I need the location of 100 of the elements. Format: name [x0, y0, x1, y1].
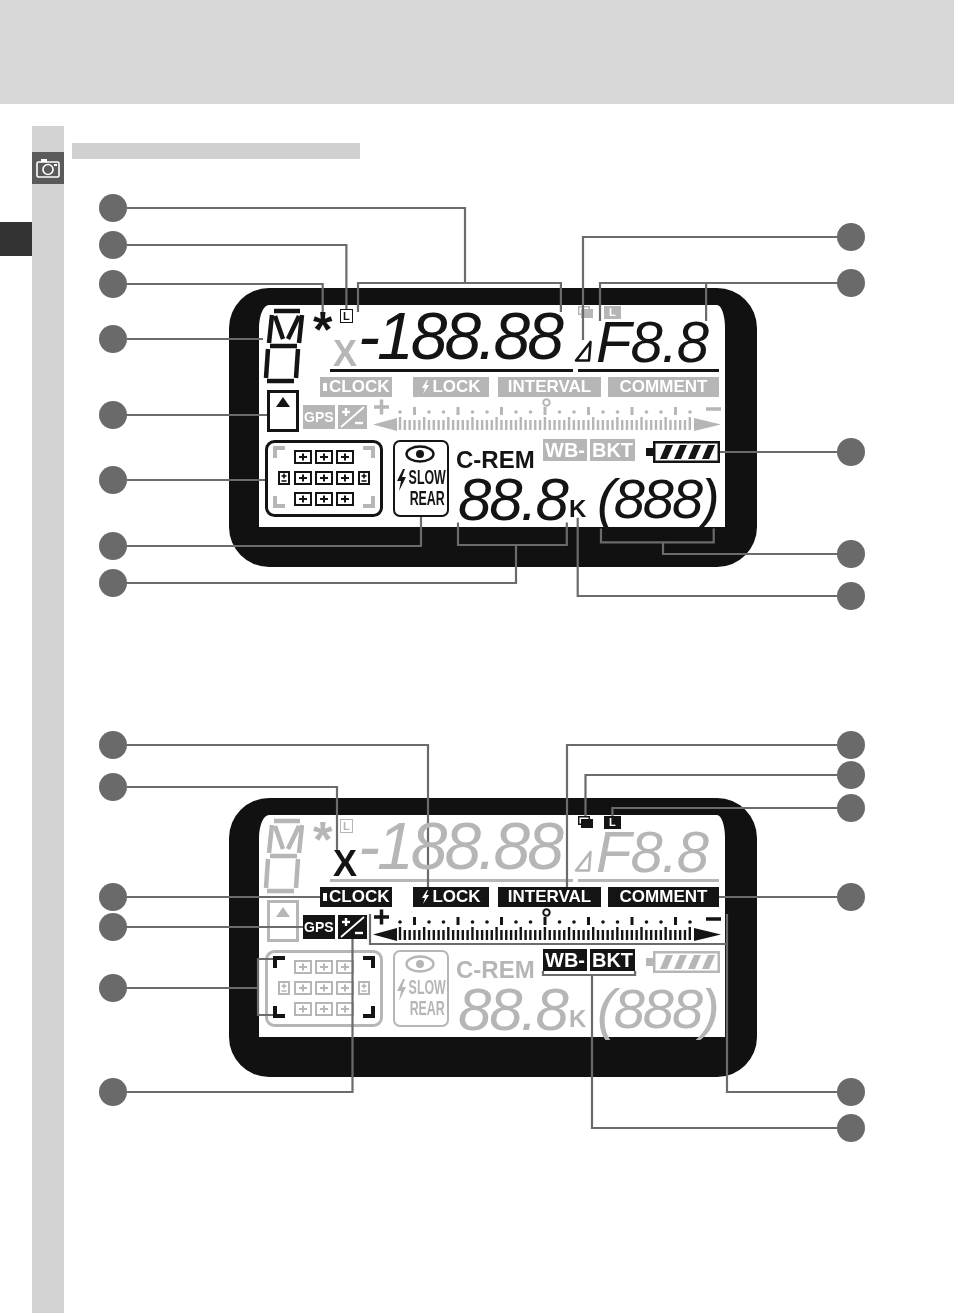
callout-circle: [99, 1078, 127, 1106]
flash-mode-frame: [393, 950, 449, 1027]
callout-circle: [99, 773, 127, 801]
delta-symbol-icon: [574, 340, 592, 362]
leader-line: [541, 969, 839, 1130]
indicator-label: LOCK: [432, 377, 481, 397]
indicator-tag: WB-: [543, 949, 587, 971]
indicator-tag: COMMENT: [608, 377, 719, 397]
leader-line: [719, 895, 837, 899]
indicator-tag: L: [604, 816, 621, 829]
rectangle-icon: [578, 816, 593, 828]
callout-circle: [837, 883, 865, 911]
indicator-tag: [413, 887, 489, 907]
indicator-tag: WB-: [543, 439, 587, 461]
callout-circle: [99, 231, 127, 259]
leader-line: [565, 743, 837, 887]
indicator-letter: K: [569, 1010, 587, 1028]
leader-line: [127, 478, 265, 482]
callout-circle: [99, 731, 127, 759]
leader-line: [127, 939, 354, 1094]
segment-digit-icon: [263, 308, 305, 384]
callout-circle: [837, 540, 865, 568]
callout-circle: [99, 883, 127, 911]
indicator-tag: INTERVAL: [498, 887, 601, 907]
callout-circle: [99, 194, 127, 222]
leader-line: [368, 912, 839, 1094]
heading-bar: [72, 143, 360, 159]
indicator-label: LOCK: [432, 887, 481, 907]
corner-brackets-icon: [273, 956, 375, 1018]
callout-circle: [837, 794, 865, 822]
plus-minus-icon: [338, 915, 367, 939]
callout-circle: [837, 761, 865, 789]
indicator-tag: COMMENT: [608, 887, 719, 907]
callout-circle: [837, 1078, 865, 1106]
callout-circle: [837, 731, 865, 759]
callout-circle: [837, 269, 865, 297]
leader-line: [598, 281, 839, 323]
leader-line: [127, 925, 303, 929]
leader-line: [599, 527, 839, 556]
leader-line: [127, 243, 348, 309]
focus-area-icon: [265, 440, 383, 517]
indicator-label: CLOCK: [329, 377, 390, 397]
indicator-tag: L: [340, 819, 353, 833]
segment-digits: (888): [597, 469, 718, 529]
segment-digits: F8.8: [596, 831, 709, 874]
leader-line: [127, 337, 263, 341]
leader-line: [125, 957, 275, 1017]
leader-line: [125, 206, 562, 314]
leader-line: [576, 517, 837, 598]
callout-circle: [99, 974, 127, 1002]
callout-circle: [837, 1114, 865, 1142]
callout-circle: [837, 438, 865, 466]
memory-card-icon: [267, 390, 299, 432]
mode-label: SLOW REAR: [408, 467, 447, 509]
leader-line: [127, 895, 320, 899]
callout-circle: [99, 401, 127, 429]
segment-digits: -188.88: [358, 312, 561, 361]
leader-line: [127, 517, 423, 548]
flash-mode-frame: [393, 440, 449, 517]
leader-line: [720, 450, 837, 454]
callout-circle: [99, 569, 127, 597]
callout-circle: [99, 466, 127, 494]
asterisk-mark: *: [313, 822, 333, 859]
segment-digits: (888): [597, 979, 718, 1039]
leader-line: [581, 235, 837, 340]
leader-line: [611, 806, 837, 816]
indicator-tag: INTERVAL: [498, 377, 601, 397]
indicator-tag: L: [340, 309, 353, 323]
indicator-tag: [413, 377, 489, 397]
callout-circle: [99, 270, 127, 298]
lcd-panel: [229, 798, 757, 1077]
asterisk-mark: *: [313, 312, 333, 349]
leader-line: [127, 282, 324, 312]
indicator-letter: K: [569, 500, 587, 518]
leader-line: [127, 413, 267, 417]
indicator-tag: L: [604, 306, 621, 319]
callout-circle: [837, 223, 865, 251]
callout-circle: [837, 582, 865, 610]
battery-icon: [644, 441, 720, 463]
segment-digits: 88.8: [458, 478, 567, 523]
indicator-tag: GPS: [303, 915, 335, 939]
leader-line: [127, 785, 339, 851]
indicator-tag: [320, 377, 393, 397]
leader-line: [127, 743, 430, 887]
exposure-scale-drawing: [370, 908, 722, 941]
indicator-tag: BKT: [590, 439, 636, 461]
lcd-panel: [229, 288, 757, 567]
indicator-tag: GPS: [303, 405, 335, 429]
indicator-letter: X: [333, 851, 357, 878]
leader-line: [584, 773, 837, 816]
mode-label: SLOW REAR: [408, 977, 447, 1019]
callout-circle: [99, 532, 127, 560]
indicator-tag: BKT: [590, 949, 636, 971]
indicator-label: CLOCK: [329, 887, 390, 907]
leader-line: [125, 521, 568, 585]
callout-circle: [99, 325, 127, 353]
segment-digits: 88.8: [458, 988, 567, 1033]
segment-digits: F8.8: [596, 321, 709, 364]
indicator-tag: [320, 887, 393, 907]
indicator-letter: X: [333, 341, 357, 368]
